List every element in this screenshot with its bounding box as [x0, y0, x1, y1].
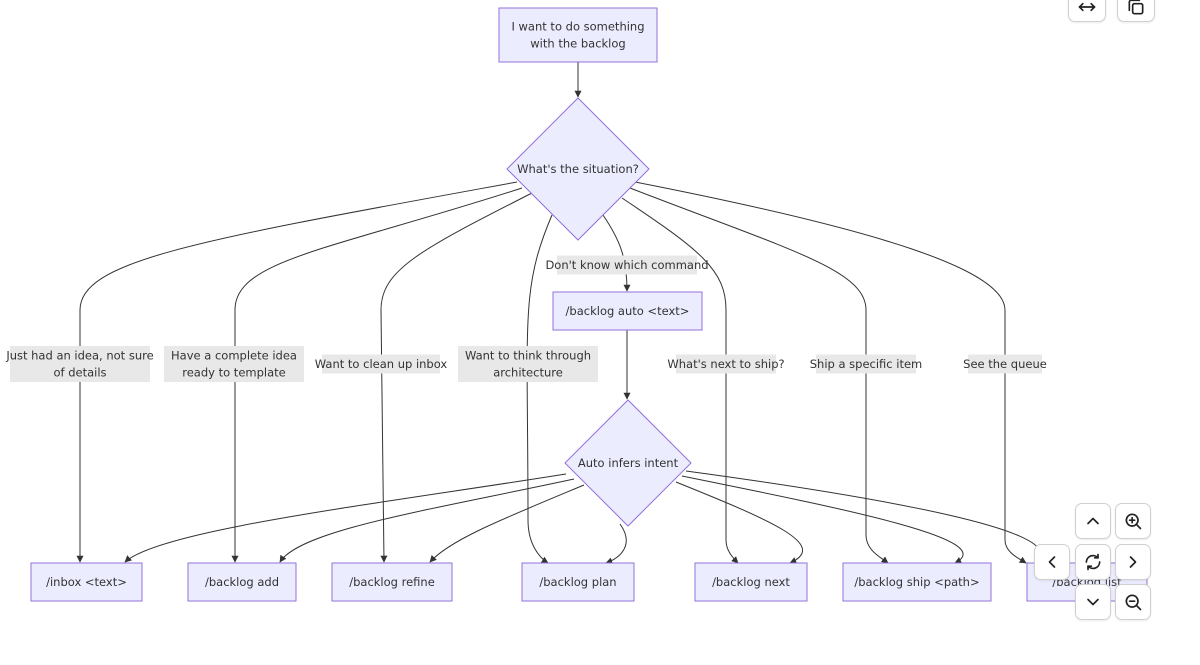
process-shape	[187, 562, 297, 602]
edge-situation-to-refine	[380, 192, 533, 563]
edge-label-text: See the queue	[963, 357, 1047, 371]
node-next: /backlog next	[694, 562, 808, 602]
edge-label-text: ready to template	[182, 366, 285, 380]
edge-label-situation-to-add: Have a complete idea ready to template	[164, 346, 304, 382]
edge-label-text: Just had an idea, not sure	[5, 349, 153, 363]
node-label: /backlog add	[205, 575, 279, 589]
pan-up-button[interactable]	[1075, 503, 1111, 539]
expand-horizontal-button[interactable]	[1068, 0, 1106, 22]
node-ship: /backlog ship <path>	[842, 562, 992, 602]
pan-down-button[interactable]	[1075, 584, 1111, 620]
edge-label-background	[557, 255, 697, 275]
edge-situation-to-auto	[602, 214, 631, 292]
edge-infer-to-plan	[605, 523, 627, 565]
zoom-in-icon	[1125, 513, 1142, 530]
edge-label-situation-to-auto: Don't know which command	[545, 255, 709, 275]
reset-view-icon	[1085, 553, 1101, 571]
edge-situation-to-plan	[526, 214, 553, 564]
process-shape	[331, 562, 453, 602]
process-shape	[842, 562, 992, 602]
pan-right-button[interactable]	[1115, 544, 1151, 580]
process-shape	[552, 291, 703, 331]
edge-infer-to-next	[675, 481, 804, 564]
edge-situation-to-list	[634, 181, 1027, 564]
reset-view-button[interactable]	[1075, 544, 1111, 580]
process-shape	[498, 7, 658, 63]
nodes-layer: I want to do something with the backlogWh…	[30, 7, 1148, 602]
copy-icon	[1128, 0, 1144, 15]
edge-label-text: of details	[53, 366, 106, 380]
pan-left-icon	[1048, 556, 1056, 568]
edges-layer	[76, 62, 1046, 565]
node-label: I want to do something	[511, 20, 644, 34]
copy-button[interactable]	[1117, 0, 1155, 22]
node-start: I want to do something with the backlog	[498, 7, 658, 63]
node-add: /backlog add	[187, 562, 297, 602]
pan-down-icon	[1087, 598, 1099, 606]
expand-horizontal-icon	[1078, 2, 1096, 12]
process-shape	[521, 562, 635, 602]
edge-label-text: Have a complete idea	[171, 349, 297, 363]
edge-label-background	[10, 346, 150, 382]
edge-label-text: Want to think through	[465, 349, 591, 363]
node-situation: What's the situation?	[506, 97, 650, 241]
edge-label-text: architecture	[493, 366, 563, 380]
edge-label-situation-to-list: See the queue	[963, 354, 1047, 374]
edge-label-text: Ship a specific item	[810, 357, 923, 371]
node-label: /backlog ship <path>	[854, 575, 979, 589]
edge-label-background	[458, 346, 598, 382]
edge-label-background	[164, 346, 304, 382]
edge-label-situation-to-inbox: Just had an idea, not sure of details	[5, 346, 154, 382]
process-shape	[30, 562, 143, 602]
node-label: /backlog plan	[539, 575, 616, 589]
process-shape	[694, 562, 808, 602]
pan-up-icon	[1087, 517, 1099, 525]
pan-right-icon	[1129, 556, 1137, 568]
edge-infer-to-inbox	[124, 473, 567, 563]
edge-infer-to-ship	[681, 475, 964, 564]
edge-label-text: Want to clean up inbox	[315, 357, 448, 371]
edge-situation-to-add	[231, 187, 523, 563]
zoom-out-button[interactable]	[1115, 584, 1151, 620]
node-label: with the backlog	[530, 37, 625, 51]
node-infer: Auto infers intent	[564, 399, 692, 527]
edge-labels-layer: Just had an idea, not sure of details Have…	[5, 255, 1047, 382]
node-label: /backlog refine	[349, 575, 435, 589]
edge-situation-to-next	[621, 197, 739, 564]
node-auto: /backlog auto <text>	[552, 291, 703, 331]
edge-label-text: What's next to ship?	[667, 357, 784, 371]
edge-label-text: Don't know which command	[545, 258, 708, 272]
node-label: /backlog next	[712, 575, 790, 589]
edge-label-background	[968, 354, 1042, 374]
pan-left-button[interactable]	[1034, 544, 1070, 580]
edge-label-situation-to-plan: Want to think through architecture	[458, 346, 598, 382]
node-label: /inbox <text>	[46, 575, 127, 589]
node-label: What's the situation?	[517, 162, 639, 176]
edge-label-background	[676, 354, 776, 374]
edge-label-situation-to-ship: Ship a specific item	[810, 354, 923, 374]
node-plan: /backlog plan	[521, 562, 635, 602]
decision-shape	[564, 399, 692, 527]
edge-label-background	[322, 354, 440, 374]
edge-infer-to-add	[279, 478, 575, 563]
node-refine: /backlog refine	[331, 562, 453, 602]
decision-shape	[506, 97, 650, 241]
edge-label-background	[816, 354, 916, 374]
edge-situation-to-ship	[629, 187, 889, 564]
zoom-out-icon	[1125, 594, 1142, 611]
edge-label-situation-to-next: What's next to ship?	[667, 354, 785, 374]
node-label: Auto infers intent	[578, 456, 679, 470]
edge-infer-to-refine	[429, 484, 585, 563]
edge-infer-to-list	[685, 470, 1046, 557]
zoom-in-button[interactable]	[1115, 503, 1151, 539]
node-label: /backlog auto <text>	[566, 304, 690, 318]
edge-label-situation-to-refine: Want to clean up inbox	[315, 354, 448, 374]
edge-situation-to-inbox	[76, 181, 518, 563]
node-inbox: /inbox <text>	[30, 562, 143, 602]
